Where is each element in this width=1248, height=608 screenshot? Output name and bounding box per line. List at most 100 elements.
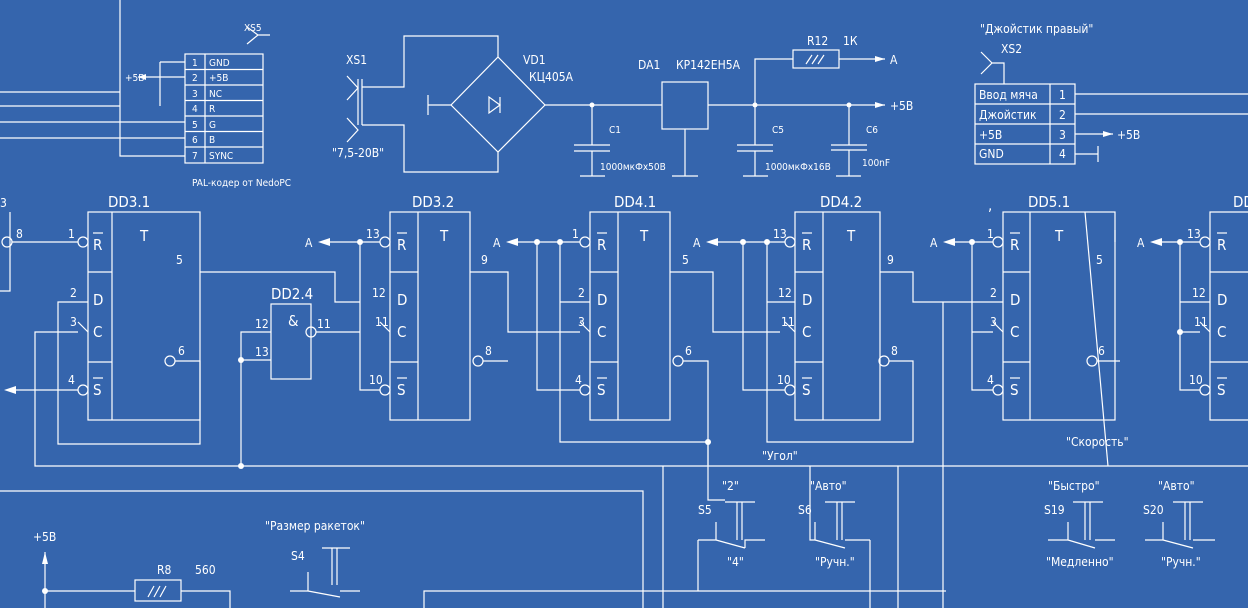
xs5-pin1-name: GND — [209, 58, 230, 69]
s6-top-label: "Авто" — [810, 479, 847, 493]
dd32-c: C — [397, 323, 406, 341]
dd31-pin-d: 2 — [70, 286, 77, 300]
xs5-pin6: 6 — [192, 135, 198, 146]
dd42-pin-r: 13 — [773, 227, 787, 241]
s20-top-label: "Авто" — [1158, 479, 1195, 493]
switches-area: "Угол" "2" S5 "4" "Авто" S6 "Ручн." "Ско… — [0, 435, 1215, 608]
xs2-row2-name: Джойстик — [979, 108, 1037, 122]
dd52-a-label: A — [1137, 236, 1145, 250]
r12-value: 1К — [843, 34, 858, 48]
dd31-pin-c: 3 — [70, 315, 77, 329]
dd31-pin-q: 5 — [176, 253, 183, 267]
xs2-plus5-label: +5В — [1117, 128, 1140, 142]
chip-dd31: DD3.1 T R D C S 1 2 3 4 5 6 3 8 — [0, 193, 1248, 467]
r8-ref: R8 — [157, 563, 172, 577]
dd31-t: T — [139, 227, 149, 245]
r12-a-label: A — [890, 53, 898, 67]
dd52-pin-c: 11 — [1194, 315, 1208, 329]
dd41-d: D — [597, 291, 607, 309]
xs5-pin6-name: B — [209, 135, 215, 146]
dd31-pin-nq: 6 — [178, 344, 185, 358]
dd41-c: C — [597, 323, 606, 341]
s6-ref: S6 — [798, 503, 812, 517]
s20-ref: S20 — [1143, 503, 1164, 517]
xs2-row2-num: 2 — [1059, 108, 1066, 122]
dd51-c: C — [1010, 323, 1019, 341]
da1-type: КР142ЕН5А — [676, 58, 741, 72]
dd51-pin-s: 4 — [987, 373, 994, 387]
xs2-row4-num: 4 — [1059, 147, 1066, 161]
xs2-row4-name: GND — [979, 147, 1004, 161]
dd31-s: S — [93, 381, 102, 399]
input-voltage-label: "7,5-20В" — [332, 146, 384, 160]
plus5-out-label: +5В — [890, 99, 913, 113]
xs5-pin3-name: NC — [209, 89, 222, 100]
xs5-pin3: 3 — [192, 89, 198, 100]
chip-dd32: DD3.2 T R D C S 13 12 11 10 9 8 A — [305, 193, 580, 421]
dd52-pin-s: 10 — [1189, 373, 1203, 387]
dd52-name: DD — [1233, 193, 1248, 211]
c5-value: 1000мкФх16В — [765, 162, 831, 173]
dd51-pin-q: 5 — [1096, 253, 1103, 267]
chip-dd51: DD5.1 , T R D C S 1 2 3 4 5 6 A — [930, 193, 1120, 608]
s19-bottom-label: "Медленно" — [1046, 555, 1114, 569]
dd51-d: D — [1010, 291, 1020, 309]
dd32-s: S — [397, 381, 406, 399]
xs5-ref: XS5 — [244, 23, 262, 34]
dd42-pin-s: 10 — [777, 373, 791, 387]
chip-dd-partial: DD R D C S 13 12 11 10 A — [1137, 193, 1248, 421]
dd42-a-label: A — [693, 236, 701, 250]
dd31-r: R — [93, 236, 102, 254]
dd51-s: S — [1010, 381, 1019, 399]
dd41-r: R — [597, 236, 606, 254]
dd32-d: D — [397, 291, 407, 309]
dd51-a-label: A — [930, 236, 938, 250]
skorost-label: "Скорость" — [1066, 435, 1129, 449]
dd31-pin-r: 1 — [68, 227, 75, 241]
dd42-s: S — [802, 381, 811, 399]
dd31-name: DD3.1 — [108, 193, 150, 211]
xs5-pin2: 2 — [192, 73, 198, 84]
xs2-row1-num: 1 — [1059, 88, 1066, 102]
dd24-pin1: 12 — [255, 317, 269, 331]
xs2-row3-name: +5В — [979, 128, 1002, 142]
dd51-pin-nq: 6 — [1098, 344, 1105, 358]
dd42-c: C — [802, 323, 811, 341]
chip-dd42: DD4.2 T R D C S 13 12 11 10 9 8 A — [693, 193, 985, 443]
dd42-pin-d: 12 — [778, 286, 792, 300]
power-supply: XS1 "7,5-20В" VD1 КЦ405А +5В DA1 КР142ЕН… — [332, 34, 913, 177]
xs5-pin7-name: SYNC — [209, 151, 233, 162]
dd32-t: T — [439, 227, 449, 245]
c6-ref: C6 — [866, 125, 878, 136]
s5-bottom-label: "4" — [727, 555, 744, 569]
dd31-pin-s: 4 — [68, 373, 75, 387]
dd42-d: D — [802, 291, 812, 309]
xs2-row1-name: Ввод мяча — [979, 88, 1038, 102]
dd32-pin-d: 12 — [372, 286, 386, 300]
dd51-pin-d: 2 — [990, 286, 997, 300]
dd31-d: D — [93, 291, 103, 309]
xs5-caption: PAL-кодер от NedoPC — [192, 178, 291, 189]
dd51-pin-r: 1 — [987, 227, 994, 241]
dd51-pin-c: 3 — [990, 315, 997, 329]
xs5-pin4: 4 — [192, 104, 198, 115]
dd32-name: DD3.2 — [412, 193, 454, 211]
s5-ref: S5 — [698, 503, 712, 517]
dd42-pin-q: 9 — [887, 253, 894, 267]
dd41-s: S — [597, 381, 606, 399]
dd41-t: T — [639, 227, 649, 245]
dd51-t: T — [1054, 227, 1064, 245]
dd24-pin3: 11 — [317, 317, 331, 331]
dd32-pin-r: 13 — [366, 227, 380, 241]
xs5-pin2-name: +5В — [209, 73, 228, 84]
xs2-ref: XS2 — [1001, 42, 1022, 56]
dd31-left-8: 8 — [16, 227, 23, 241]
dd32-pin-c: 11 — [375, 315, 389, 329]
dd51-comma: , — [988, 196, 992, 214]
r8-value: 560 — [195, 563, 216, 577]
dd52-pin-r: 13 — [1187, 227, 1201, 241]
dd41-name: DD4.1 — [614, 193, 656, 211]
c1-ref: C1 — [609, 125, 621, 136]
dd41-a-label: A — [493, 236, 501, 250]
